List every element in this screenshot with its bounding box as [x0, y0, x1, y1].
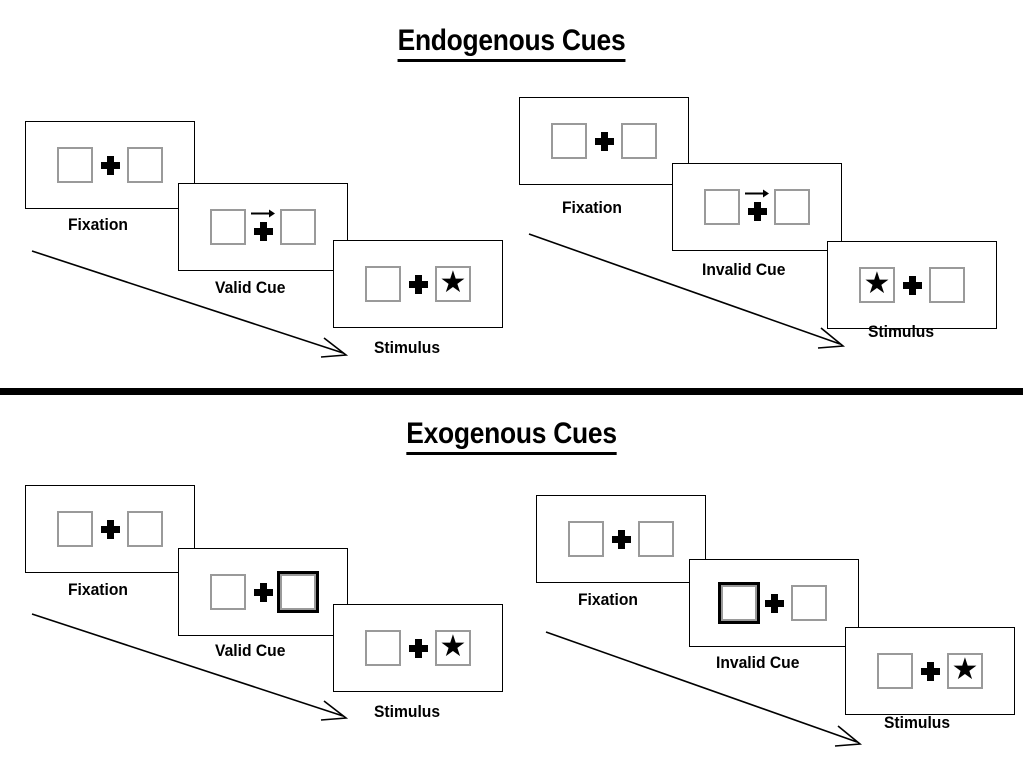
box-left — [551, 123, 587, 159]
box-left — [210, 574, 246, 610]
caption-exogenous-invalid-fixation: Fixation — [578, 590, 638, 609]
star-icon: ★ — [951, 653, 979, 686]
panel-exogenous-invalid-stimulus: ★ — [845, 627, 1015, 715]
box-right-with-star: ★ — [435, 266, 471, 302]
right-arrow-icon — [251, 209, 275, 218]
box-right — [280, 209, 316, 245]
caption-endogenous-invalid-stimulus: Stimulus — [868, 322, 935, 341]
panel-exogenous-invalid-fixation — [536, 495, 706, 583]
fixation-cross-icon — [913, 653, 947, 689]
caption-endogenous-invalid-fixation: Fixation — [562, 198, 622, 217]
panel-endogenous-invalid-fixation — [519, 97, 689, 185]
section-title-exogenous-text: Exogenous Cues — [406, 417, 617, 455]
panel-endogenous-invalid-cue — [672, 163, 842, 251]
box-right-with-star: ★ — [435, 630, 471, 666]
box-left — [704, 189, 740, 225]
caption-exogenous-valid-fixation: Fixation — [68, 580, 128, 599]
section-divider — [0, 388, 1023, 395]
panel-endogenous-valid-cue — [178, 183, 348, 271]
box-right — [791, 585, 827, 621]
right-arrow-icon — [745, 189, 769, 198]
box-right — [621, 123, 657, 159]
panel-exogenous-valid-stimulus: ★ — [333, 604, 503, 692]
panel-endogenous-valid-fixation — [25, 121, 195, 209]
panel-exogenous-valid-cue — [178, 548, 348, 636]
fixation-cross-icon — [93, 511, 127, 547]
box-right — [638, 521, 674, 557]
panel-exogenous-valid-fixation — [25, 485, 195, 573]
fixation-cross-icon — [757, 585, 791, 621]
box-left — [210, 209, 246, 245]
box-left — [57, 511, 93, 547]
box-left-highlighted — [718, 582, 760, 624]
box-right-with-star: ★ — [947, 653, 983, 689]
box-right — [929, 267, 965, 303]
fixation-cross-icon — [740, 189, 774, 225]
caption-endogenous-valid-stimulus: Stimulus — [374, 338, 441, 357]
fixation-cross-icon — [401, 630, 435, 666]
caption-endogenous-valid-fixation: Fixation — [68, 215, 128, 234]
caption-exogenous-invalid-cue: Invalid Cue — [716, 653, 800, 672]
box-left — [365, 266, 401, 302]
caption-exogenous-valid-cue: Valid Cue — [215, 641, 286, 660]
box-right — [127, 147, 163, 183]
star-icon: ★ — [439, 266, 467, 299]
panel-endogenous-valid-stimulus: ★ — [333, 240, 503, 328]
caption-exogenous-valid-stimulus: Stimulus — [374, 702, 441, 721]
section-title-endogenous: Endogenous Cues — [61, 24, 961, 62]
caption-exogenous-invalid-stimulus: Stimulus — [884, 713, 951, 732]
box-left — [568, 521, 604, 557]
fixation-cross-icon — [895, 267, 929, 303]
panel-exogenous-invalid-cue — [689, 559, 859, 647]
fixation-cross-icon — [246, 209, 280, 245]
box-right-highlighted — [277, 571, 319, 613]
box-right — [127, 511, 163, 547]
fixation-cross-icon — [401, 266, 435, 302]
caption-endogenous-invalid-cue: Invalid Cue — [702, 260, 786, 279]
box-left — [877, 653, 913, 689]
box-left-with-star: ★ — [859, 267, 895, 303]
fixation-cross-icon — [246, 574, 280, 610]
section-title-endogenous-text: Endogenous Cues — [397, 24, 626, 62]
star-icon: ★ — [439, 630, 467, 663]
fixation-cross-icon — [587, 123, 621, 159]
fixation-cross-icon — [93, 147, 127, 183]
star-icon: ★ — [863, 267, 891, 300]
box-left — [365, 630, 401, 666]
box-left — [57, 147, 93, 183]
caption-endogenous-valid-cue: Valid Cue — [215, 278, 286, 297]
section-title-exogenous: Exogenous Cues — [61, 417, 961, 455]
panel-endogenous-invalid-stimulus: ★ — [827, 241, 997, 329]
fixation-cross-icon — [604, 521, 638, 557]
box-right — [774, 189, 810, 225]
